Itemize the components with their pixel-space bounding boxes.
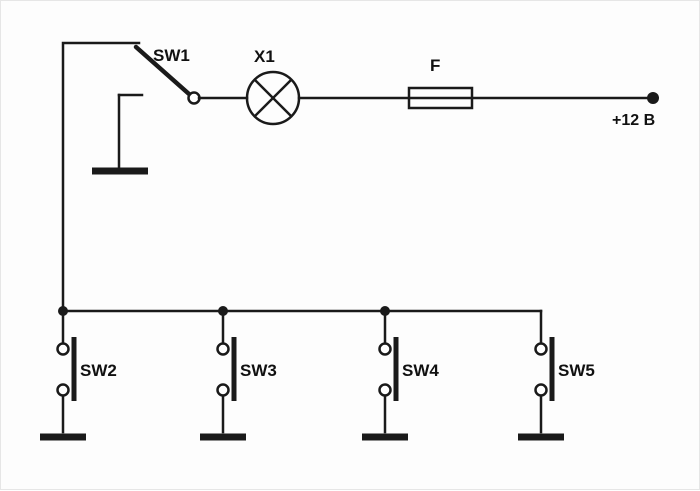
sw3-label: SW3: [240, 361, 277, 380]
pushbutton-sw4: SW4: [362, 309, 439, 441]
sw2-bottom-contact: [56, 383, 70, 397]
supply-label: +12 B: [612, 112, 655, 129]
sw1-label: SW1: [153, 46, 190, 65]
switch-sw1: SW1: [92, 44, 201, 175]
lamp-x1: X1: [197, 47, 301, 126]
sw4-bottom-contact: [378, 383, 392, 397]
sw1-blade: [133, 44, 192, 97]
left-supply-wire: [61, 41, 141, 313]
supply-branch: [61, 41, 141, 313]
sw4-top-contact: [378, 342, 392, 356]
fuse-label: F: [430, 56, 440, 75]
sw2-top-contact: [56, 342, 70, 356]
sw2-label: SW2: [80, 361, 117, 380]
sw4-label: SW4: [402, 361, 439, 380]
fuse-box-icon: [407, 86, 474, 110]
sw5-label: SW5: [558, 361, 595, 380]
pushbutton-sw3: SW3: [200, 309, 277, 441]
lamp-label: X1: [254, 47, 275, 66]
pushbutton-sw2: SW2: [40, 309, 117, 441]
bottom-bus: [58, 306, 543, 316]
fuse-and-terminal: F +12 B: [297, 56, 659, 129]
supply-terminal-dot: [647, 92, 659, 104]
lamp-cross-diagonal-2: [253, 78, 293, 118]
sw3-bottom-contact: [216, 383, 230, 397]
pushbutton-sw5: SW5: [518, 309, 595, 441]
sw3-top-contact: [216, 342, 230, 356]
sw5-bottom-contact: [534, 383, 548, 397]
sw5-top-contact: [534, 342, 548, 356]
